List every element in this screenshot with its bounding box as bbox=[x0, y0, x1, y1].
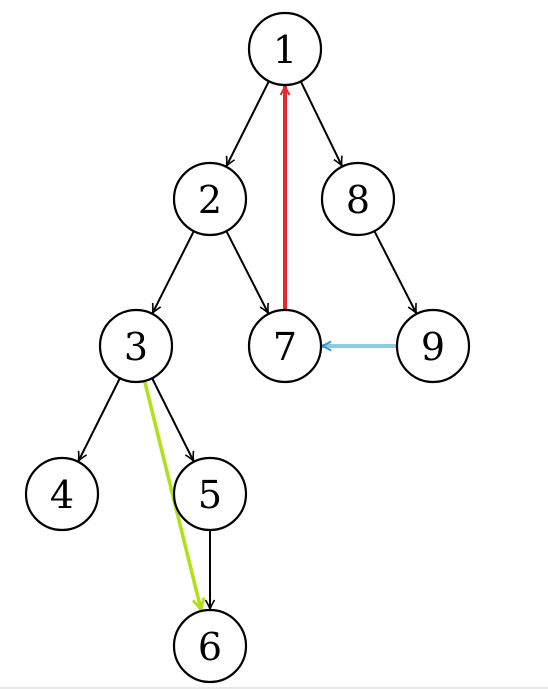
node-label-9: 9 bbox=[421, 325, 445, 369]
edge-2-to-3 bbox=[153, 230, 195, 313]
edge-1-to-2 bbox=[227, 80, 270, 166]
node-7: 7 bbox=[247, 308, 323, 384]
extra-edges-layer bbox=[142, 86, 397, 610]
node-circle-3 bbox=[98, 308, 174, 384]
node-circle-2 bbox=[172, 161, 248, 237]
node-circle-6 bbox=[172, 608, 248, 684]
node-3: 3 bbox=[98, 308, 174, 384]
node-9: 9 bbox=[395, 308, 471, 384]
node-circle-5 bbox=[172, 456, 248, 532]
node-label-2: 2 bbox=[198, 178, 222, 222]
edge-3-to-4 bbox=[79, 377, 121, 461]
node-label-4: 4 bbox=[50, 473, 74, 517]
node-label-3: 3 bbox=[124, 325, 148, 369]
edge-1-to-8 bbox=[299, 80, 342, 165]
node-label-5: 5 bbox=[198, 473, 222, 517]
node-circle-4 bbox=[24, 456, 100, 532]
node-label-7: 7 bbox=[273, 325, 297, 369]
bottom-divider bbox=[0, 687, 548, 689]
node-2: 2 bbox=[172, 161, 248, 237]
nodes-layer: 1 2 8 3 7 9 4 5 6 bbox=[24, 11, 471, 684]
edge-3-to-5 bbox=[151, 377, 193, 461]
node-circle-8 bbox=[320, 161, 396, 237]
node-5: 5 bbox=[172, 456, 248, 532]
node-1: 1 bbox=[247, 11, 323, 87]
node-circle-9 bbox=[395, 308, 471, 384]
node-label-1: 1 bbox=[273, 28, 297, 72]
node-circle-7 bbox=[247, 308, 323, 384]
node-label-8: 8 bbox=[346, 178, 370, 222]
node-6: 6 bbox=[172, 608, 248, 684]
node-4: 4 bbox=[24, 456, 100, 532]
edge-2-to-7 bbox=[225, 230, 268, 313]
node-8: 8 bbox=[320, 161, 396, 237]
node-label-6: 6 bbox=[198, 625, 222, 669]
node-circle-1 bbox=[247, 11, 323, 87]
edge-8-to-9 bbox=[373, 230, 416, 313]
edges-layer bbox=[79, 80, 417, 609]
colored-edge-3-to-6 bbox=[142, 380, 202, 610]
